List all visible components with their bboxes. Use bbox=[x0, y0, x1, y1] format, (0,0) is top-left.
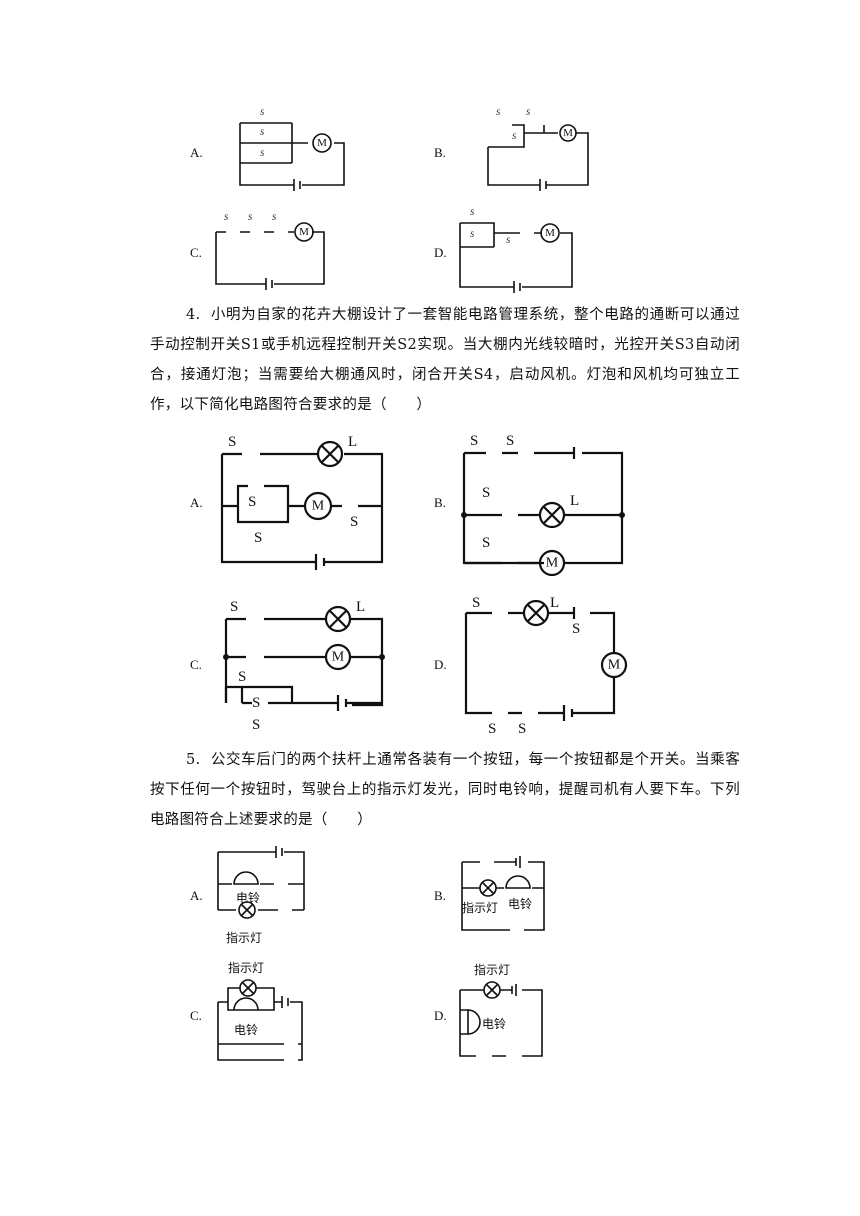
svg-text:S: S bbox=[572, 621, 580, 637]
q3-circuit-a: M S S S bbox=[239, 108, 345, 191]
svg-text:M: M bbox=[317, 137, 327, 149]
svg-text:S: S bbox=[350, 514, 358, 530]
q3-option-c-label[interactable]: C. bbox=[190, 245, 202, 260]
svg-text:S: S bbox=[506, 433, 514, 449]
q5-option-c-label[interactable]: C. bbox=[190, 1008, 202, 1023]
svg-text:M: M bbox=[312, 499, 325, 514]
svg-text:M: M bbox=[545, 227, 555, 239]
svg-text:S: S bbox=[260, 128, 264, 137]
q3-option-a-label[interactable]: A. bbox=[190, 145, 203, 160]
svg-text:S: S bbox=[248, 494, 256, 510]
q3-circuit-d: M S S S bbox=[459, 208, 573, 293]
svg-text:S: S bbox=[272, 213, 276, 222]
svg-text:M: M bbox=[299, 226, 309, 238]
svg-text:S: S bbox=[252, 695, 260, 711]
svg-text:S: S bbox=[496, 108, 500, 117]
svg-text:S: S bbox=[252, 717, 260, 733]
svg-text:S: S bbox=[470, 208, 474, 217]
q4-text: 小明为自家的花卉大棚设计了一套智能电路管理系统，整个电路的通断可以通过手动控制开… bbox=[150, 307, 741, 413]
svg-text:L: L bbox=[570, 493, 579, 509]
svg-text:S: S bbox=[254, 530, 262, 546]
q5-circuit-a: 电铃 指示灯 bbox=[217, 846, 305, 945]
svg-text:M: M bbox=[608, 658, 621, 673]
q5-circuit-c: 指示灯 电铃 bbox=[217, 960, 303, 1061]
svg-text:S: S bbox=[482, 485, 490, 501]
q4-question: 4. 小明为自家的花卉大棚设计了一套智能电路管理系统，整个电路的通断可以通过手动… bbox=[150, 300, 740, 420]
q4-option-d-label[interactable]: D. bbox=[434, 657, 447, 672]
svg-text:S: S bbox=[248, 213, 252, 222]
svg-text:S: S bbox=[470, 433, 478, 449]
svg-text:S: S bbox=[506, 236, 510, 245]
q3-circuit-b: M S S S bbox=[487, 108, 589, 191]
q5-option-d-label[interactable]: D. bbox=[434, 1008, 447, 1023]
q5-circuit-d: 指示灯 电铃 bbox=[459, 962, 543, 1057]
q3-circuit-c: M S S S bbox=[215, 213, 325, 290]
q5c-bell-label: 电铃 bbox=[234, 1022, 258, 1037]
q5-number: 5. bbox=[186, 752, 201, 768]
q4-circuit-a: M S S S S L bbox=[220, 434, 384, 570]
q5c-lamp-label: 指示灯 bbox=[228, 960, 264, 975]
q5d-lamp-label: 指示灯 bbox=[474, 962, 510, 977]
q5-option-a-label[interactable]: A. bbox=[190, 888, 203, 903]
q5a-bell-label: 电铃 bbox=[236, 890, 260, 905]
svg-text:S: S bbox=[238, 669, 246, 685]
svg-text:L: L bbox=[550, 595, 559, 611]
svg-text:M: M bbox=[546, 556, 559, 571]
svg-text:L: L bbox=[348, 434, 357, 450]
svg-text:S: S bbox=[512, 132, 516, 141]
q5b-bell-label: 电铃 bbox=[508, 896, 532, 911]
q4-option-c-label[interactable]: C. bbox=[190, 657, 202, 672]
svg-text:S: S bbox=[526, 108, 530, 117]
q5b-lamp-label: 指示灯 bbox=[462, 900, 498, 915]
svg-text:M: M bbox=[563, 127, 573, 139]
svg-text:S: S bbox=[230, 599, 238, 615]
q3-option-b-label[interactable]: B. bbox=[434, 145, 446, 160]
svg-text:S: S bbox=[260, 108, 264, 117]
q5-option-b-label[interactable]: B. bbox=[434, 888, 446, 903]
q5a-lamp-label: 指示灯 bbox=[226, 930, 262, 945]
q4-option-b-label[interactable]: B. bbox=[434, 495, 446, 510]
q5-text: 公交车后门的两个扶杆上通常各装有一个按钮，每一个按钮都是个开关。当乘客按下任何一… bbox=[150, 752, 741, 828]
q5-circuit-b: 指示灯 电铃 bbox=[461, 856, 545, 931]
svg-text:S: S bbox=[224, 213, 228, 222]
svg-text:S: S bbox=[260, 149, 264, 158]
svg-text:S: S bbox=[470, 230, 474, 239]
q4-number: 4. bbox=[186, 307, 201, 323]
svg-text:S: S bbox=[488, 721, 496, 737]
svg-text:S: S bbox=[518, 721, 526, 737]
svg-text:S: S bbox=[482, 535, 490, 551]
svg-text:L: L bbox=[356, 599, 365, 615]
svg-text:S: S bbox=[472, 595, 480, 611]
q4-circuit-b: M S S S S L bbox=[461, 433, 625, 577]
svg-text:M: M bbox=[332, 650, 345, 665]
q5-question: 5. 公交车后门的两个扶杆上通常各装有一个按钮，每一个按钮都是个开关。当乘客按下… bbox=[150, 745, 740, 835]
q5d-bell-label: 电铃 bbox=[482, 1016, 506, 1031]
q3-option-d-label[interactable]: D. bbox=[434, 245, 447, 260]
q4-option-a-label[interactable]: A. bbox=[190, 495, 203, 510]
svg-text:S: S bbox=[228, 434, 236, 450]
